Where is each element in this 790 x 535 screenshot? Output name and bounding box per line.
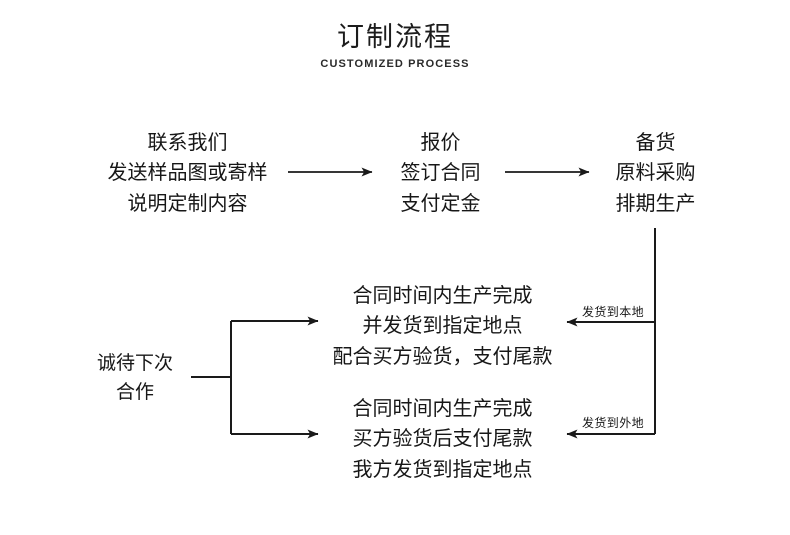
node-remote-delivery: 合同时间内生产完成 买方验货后支付尾款 我方发货到指定地点 [330, 394, 555, 485]
node-local-line-3: 配合买方验货，支付尾款 [332, 345, 553, 368]
node-remote-line-1: 合同时间内生产完成 [352, 398, 533, 420]
node-stock-line-2: 原料采购 [615, 162, 696, 185]
node-quote-line-1: 报价 [420, 132, 461, 154]
node-quote-line-2: 签订合同 [400, 162, 481, 185]
node-local-line-1: 合同时间内生产完成 [352, 285, 533, 307]
node-closing-line-2: 合作 [115, 381, 154, 403]
node-contact-line-1: 联系我们 [147, 132, 228, 154]
node-contact-line-3: 说明定制内容 [127, 192, 248, 215]
node-stock-line-3: 排期生产 [615, 192, 696, 215]
node-quote-line-3: 支付定金 [400, 192, 481, 215]
node-remote-line-3: 我方发货到指定地点 [352, 458, 533, 481]
node-stock-line-1: 备货 [635, 132, 676, 154]
chart-heading: 订制流程 CUSTOMIZED PROCESS [0, 22, 790, 70]
page-subtitle: CUSTOMIZED PROCESS [320, 58, 470, 71]
node-remote-line-2: 买方验货后支付尾款 [352, 428, 533, 451]
node-local-delivery: 合同时间内生产完成 并发货到指定地点 配合买方验货，支付尾款 [320, 281, 565, 372]
node-local-line-2: 并发货到指定地点 [362, 315, 523, 338]
node-stock-preparation: 备货 原料采购 排期生产 [593, 128, 718, 219]
node-contact-us: 联系我们 发送样品图或寄样 说明定制内容 [85, 128, 290, 219]
node-closing-line-1: 诚待下次 [96, 353, 173, 374]
edge-label-local-shipping: 发货到本地 [582, 305, 645, 319]
node-contact-line-2: 发送样品图或寄样 [107, 162, 268, 185]
page-title: 订制流程 [337, 22, 453, 52]
edge-label-remote-shipping: 发货到外地 [582, 416, 645, 430]
node-quotation: 报价 签订合同 支付定金 [378, 128, 503, 219]
node-closing-cooperation: 诚待下次 合作 [80, 350, 190, 408]
